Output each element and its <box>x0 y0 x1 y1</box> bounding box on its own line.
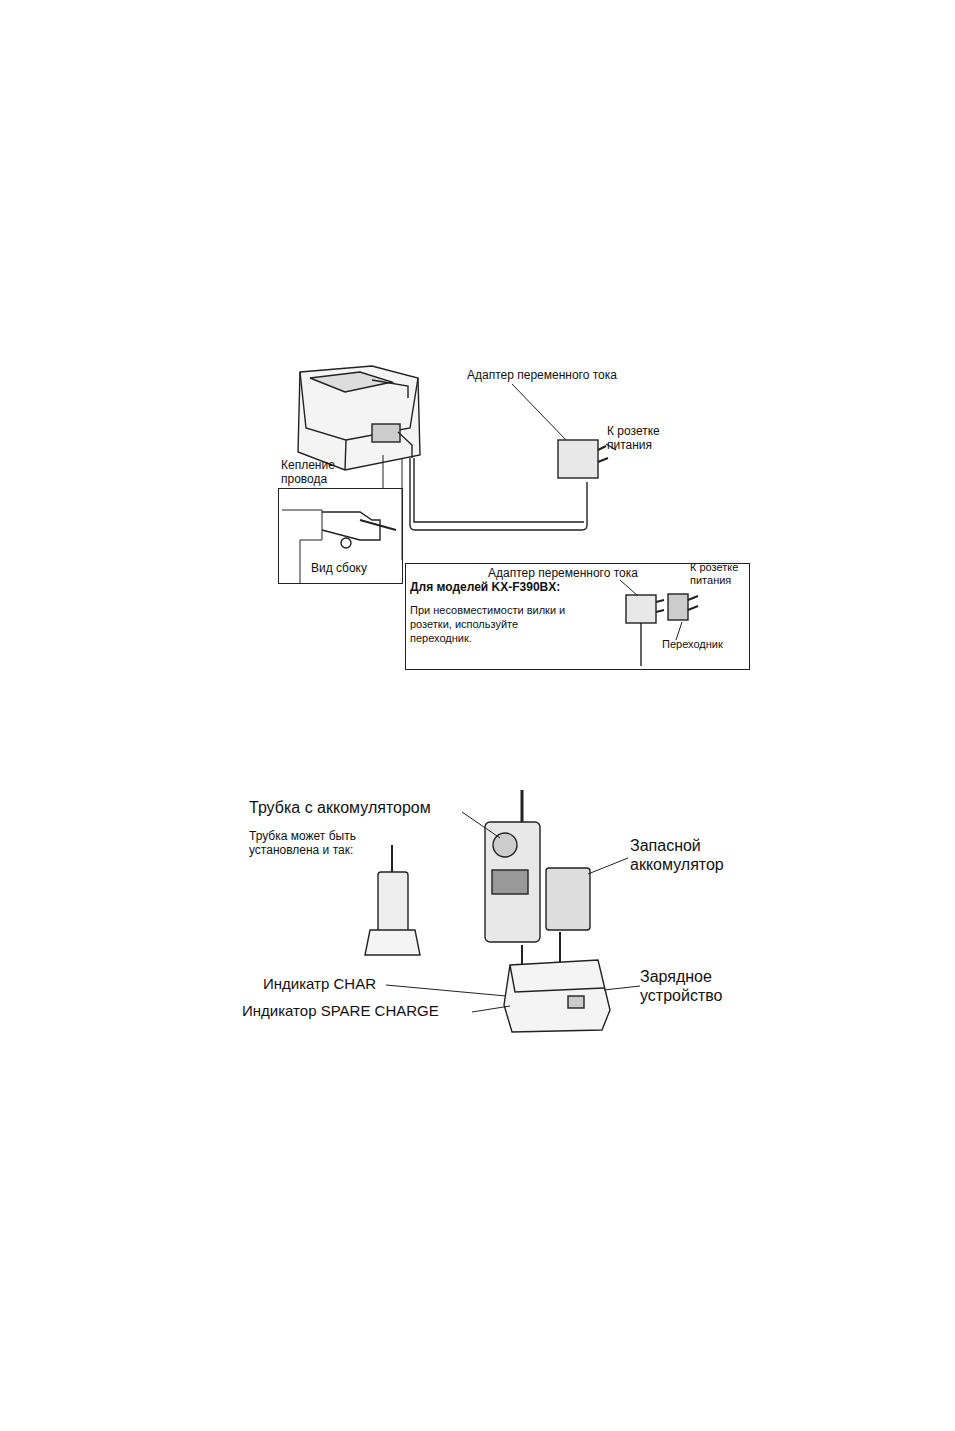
adapter-with-plug <box>620 580 698 666</box>
part-label: Трубка с аккомулятором <box>249 798 489 817</box>
part-label: Адаптер переменного тока <box>467 368 667 382</box>
handset-small <box>365 845 420 955</box>
charger-bottom <box>386 960 640 1032</box>
part-label: Зарядное устройство <box>640 967 750 1005</box>
part-label: Переходник <box>662 638 752 651</box>
side-view-inset: Вид сбоку <box>278 488 403 584</box>
part-label: К розетке питания <box>690 561 752 587</box>
handset <box>462 790 540 942</box>
adapter-cable <box>398 384 616 530</box>
part-label: Кепление провода <box>281 458 371 487</box>
part-label: Запасной аккомулятор <box>630 836 750 874</box>
part-label: Индикатр CHAR <box>263 975 403 993</box>
node-body: При несовместимости вилки и розетки, исп… <box>410 604 580 645</box>
node-heading: Вид сбоку <box>311 561 401 576</box>
charger-top <box>298 366 420 470</box>
part-label: Трубка может быть установлена и так: <box>249 829 379 858</box>
part-label: Адаптер переменного тока <box>488 566 688 580</box>
inset-leaders <box>383 455 402 560</box>
part-label: К розетке питания <box>607 424 682 453</box>
node-heading: Для моделей KX-F390BX: <box>410 580 650 595</box>
part-label: Индикатор SPARE CHARGE <box>242 1002 482 1020</box>
spare-battery <box>546 858 628 930</box>
